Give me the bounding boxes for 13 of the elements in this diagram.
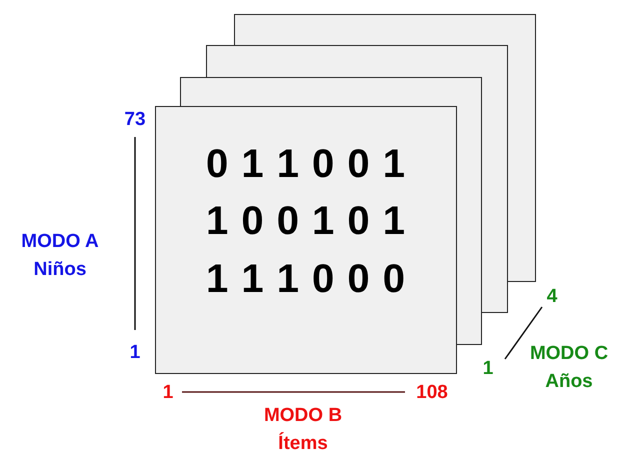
matrix-sheet [155, 106, 457, 374]
mode-label: MODO C Años [528, 342, 610, 394]
axis-value: 1 [128, 341, 142, 365]
axis-value: 1 [162, 381, 174, 405]
mode-label: MODO A Niños [20, 230, 100, 282]
mode-label: MODO B Ítems [262, 404, 344, 454]
binary-row-text: 0 1 1 0 0 1 [204, 142, 408, 186]
axis-value: 73 [123, 108, 147, 132]
axis-value: 4 [546, 285, 558, 309]
axis-value: 108 [415, 381, 449, 405]
binary-row-text: 1 0 0 1 0 1 [204, 199, 408, 243]
axis-value: 1 [482, 357, 494, 381]
binary-row-text: 1 1 1 0 0 0 [204, 257, 408, 301]
